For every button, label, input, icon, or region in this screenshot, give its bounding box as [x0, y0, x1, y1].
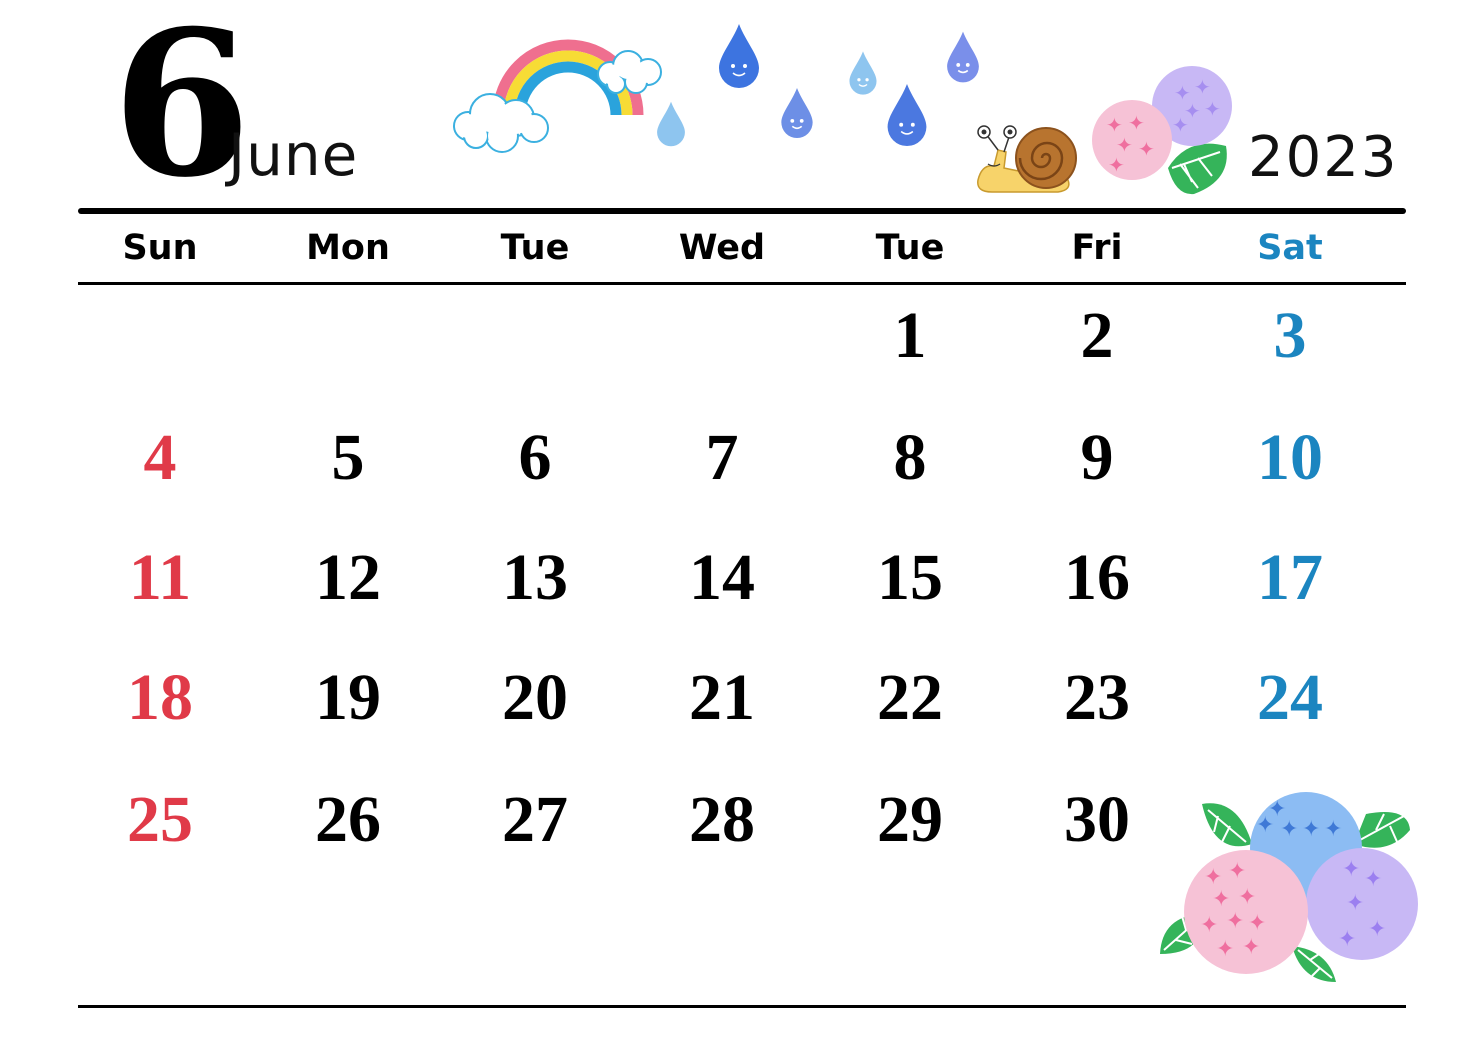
- raindrop-icon: [947, 31, 979, 83]
- svg-text:✦: ✦: [1338, 927, 1356, 952]
- day-cell: 14: [689, 541, 755, 614]
- weekday-header-row: Sun Mon Tue Wed Tue Fri Sat: [0, 220, 1480, 276]
- svg-text:✦: ✦: [1302, 817, 1320, 842]
- day-cell: 9: [1080, 421, 1114, 494]
- day-cell: 1: [893, 299, 927, 372]
- svg-text:✦: ✦: [1194, 75, 1211, 99]
- day-cell: 12: [315, 541, 381, 614]
- svg-text:✦: ✦: [1138, 137, 1155, 161]
- svg-text:✦: ✦: [1226, 909, 1244, 934]
- svg-text:✦: ✦: [1324, 817, 1342, 842]
- day-cell: 18: [127, 661, 193, 734]
- raindrop-icon: [849, 51, 877, 95]
- day-cell: 29: [877, 783, 943, 856]
- hydrangea-icon: ✦ ✦ ✦ ✦ ✦ ✦ ✦ ✦ ✦ ✦: [1092, 66, 1232, 195]
- raindrop-icon: [781, 87, 813, 139]
- svg-text:✦: ✦: [1364, 867, 1382, 892]
- weekday-sat: Sat: [1257, 228, 1323, 268]
- svg-text:✦: ✦: [1108, 153, 1125, 177]
- weekday-sun: Sun: [122, 228, 198, 268]
- day-cell: 3: [1273, 299, 1307, 372]
- snail-icon: [977, 125, 1077, 193]
- day-cell: 8: [893, 421, 927, 494]
- day-cell: 13: [502, 541, 568, 614]
- svg-text:✦: ✦: [1212, 887, 1230, 912]
- day-cell: 5: [331, 421, 365, 494]
- weekday-mon: Mon: [306, 228, 390, 268]
- day-cell: 7: [705, 421, 739, 494]
- raindrop-icon: [719, 24, 759, 88]
- svg-text:✦: ✦: [1228, 859, 1246, 884]
- svg-text:✦: ✦: [1128, 111, 1145, 135]
- day-cell: 4: [143, 421, 177, 494]
- month-number: 6: [112, 0, 252, 222]
- day-cell: 22: [877, 661, 943, 734]
- day-cell: 16: [1064, 541, 1130, 614]
- day-cell: 26: [315, 783, 381, 856]
- day-cell: 28: [689, 783, 755, 856]
- svg-text:✦: ✦: [1238, 885, 1256, 910]
- hydrangea-icon: ✦ ✦ ✦ ✦ ✦ ✦ ✦ ✦ ✦ ✦ ✦ ✦ ✦ ✦ ✦ ✦ ✦ ✦ ✦: [1160, 792, 1418, 982]
- weekday-divider: [78, 282, 1406, 285]
- raindrop-icon: [887, 83, 927, 147]
- svg-text:✦: ✦: [1172, 113, 1189, 137]
- rainbow-icon: [453, 39, 662, 153]
- day-cell: 17: [1257, 541, 1323, 614]
- raindrop-icon: [657, 101, 685, 147]
- svg-text:✦: ✦: [1342, 857, 1360, 882]
- day-cell: 11: [128, 541, 192, 614]
- year: 2023: [1248, 125, 1399, 190]
- day-cell: 15: [877, 541, 943, 614]
- day-cell: 20: [502, 661, 568, 734]
- svg-text:✦: ✦: [1256, 813, 1274, 838]
- day-cell: 19: [315, 661, 381, 734]
- svg-text:✦: ✦: [1346, 891, 1364, 916]
- day-cell: 6: [518, 421, 552, 494]
- footer-divider: [78, 1005, 1406, 1008]
- svg-text:✦: ✦: [1280, 817, 1298, 842]
- svg-text:✦: ✦: [1368, 917, 1386, 942]
- day-cell: 23: [1064, 661, 1130, 734]
- svg-text:✦: ✦: [1204, 97, 1221, 121]
- day-cell: 30: [1064, 783, 1130, 856]
- weekday-tue: Tue: [500, 228, 570, 268]
- svg-text:✦: ✦: [1184, 99, 1201, 123]
- svg-text:✦: ✦: [1174, 81, 1191, 105]
- svg-text:✦: ✦: [1242, 935, 1260, 960]
- day-cell: 25: [127, 783, 193, 856]
- day-cell: 10: [1257, 421, 1323, 494]
- svg-text:✦: ✦: [1248, 911, 1266, 936]
- weekday-thu: Tue: [875, 228, 945, 268]
- svg-text:✦: ✦: [1200, 913, 1218, 938]
- svg-text:✦: ✦: [1268, 797, 1286, 822]
- weekday-wed: Wed: [678, 228, 766, 268]
- day-cell: 21: [689, 661, 755, 734]
- svg-text:✦: ✦: [1106, 113, 1123, 137]
- svg-text:✦: ✦: [1116, 133, 1133, 157]
- svg-text:✦: ✦: [1216, 937, 1234, 962]
- header-divider: [78, 208, 1406, 214]
- svg-text:✦: ✦: [1204, 865, 1222, 890]
- day-cell: 2: [1080, 299, 1114, 372]
- month-name: June: [228, 121, 359, 189]
- day-cell: 27: [502, 783, 568, 856]
- day-cell: 24: [1257, 661, 1323, 734]
- weekday-fri: Fri: [1071, 228, 1123, 268]
